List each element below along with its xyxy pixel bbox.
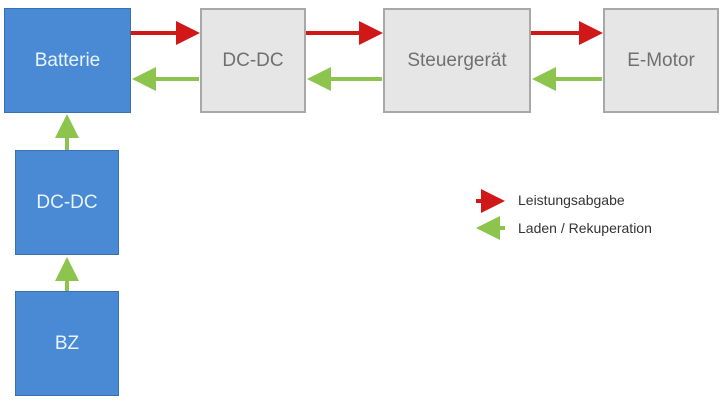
charge-arrows [55,67,602,291]
legend-power-label: Leistungsabgabe [518,192,625,208]
node-steuergeraet: Steuergerät [383,8,531,113]
node-dcdc-top: DC-DC [200,8,306,113]
node-dcdc-left: DC-DC [15,150,119,255]
node-label: E-Motor [627,49,695,71]
node-label: DC-DC [36,191,98,213]
node-batterie: Batterie [4,8,131,113]
node-label: BZ [54,332,80,354]
node-bz: BZ [15,291,119,396]
node-label: Steuergerät [407,49,507,71]
node-label: Batterie [34,49,101,71]
legend-charge-label: Laden / Rekuperation [518,220,652,236]
node-emotor: E-Motor [603,8,719,113]
node-label: DC-DC [222,49,284,71]
